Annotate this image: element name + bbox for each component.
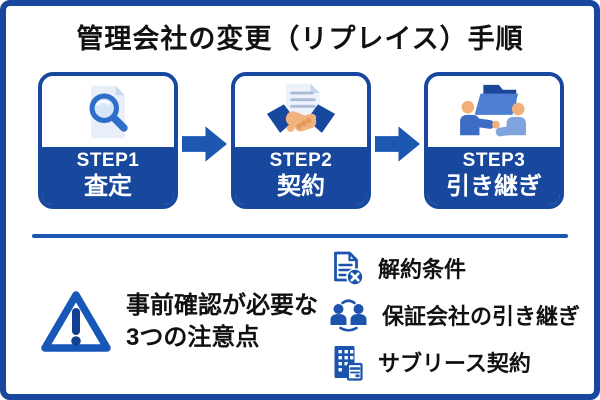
point-row-guarantor: 保証会社の引き継ぎ (328, 297, 580, 333)
step3-icon-area (428, 76, 560, 147)
step1-number: STEP1 (76, 150, 140, 172)
handshake-contract-icon (266, 83, 336, 133)
step2-title: 契約 (277, 173, 325, 201)
step-card-2: STEP2 契約 (231, 72, 371, 209)
step1-title: 査定 (84, 173, 132, 201)
warning-triangle-icon (41, 291, 111, 352)
step1-label: STEP1 査定 (42, 147, 174, 205)
step1-icon-area (42, 76, 174, 147)
section-divider (32, 234, 568, 238)
caution-line1: 事前確認が必要な (126, 292, 318, 320)
point-label-cancellation: 解約条件 (378, 257, 467, 282)
page-title: 管理会社の変更（リプレイス）手順 (76, 24, 524, 54)
arrow-right-icon (182, 126, 227, 162)
caution-text: 事前確認が必要な 3つの注意点 (126, 290, 318, 353)
step-card-3: STEP3 引き継ぎ (424, 72, 564, 209)
step2-icon-area (235, 76, 367, 147)
building-contract-icon (334, 346, 363, 381)
caution-line2: 3つの注意点 (126, 324, 260, 351)
point-row-cancellation: 解約条件 (328, 250, 580, 286)
step3-number: STEP3 (462, 150, 526, 172)
folder-handover-icon (460, 84, 526, 136)
step2-label: STEP2 契約 (235, 147, 367, 205)
step3-title: 引き継ぎ (446, 173, 542, 201)
step-card-1: STEP1 査定 (38, 72, 178, 209)
point-label-guarantor: 保証会社の引き継ぎ (382, 304, 581, 329)
point-label-sublease: サブリース契約 (378, 351, 531, 376)
people-transfer-icon (330, 299, 367, 332)
step2-number: STEP2 (269, 150, 333, 172)
caution-points-list: 解約条件 保証会社の引き継ぎ (328, 250, 580, 381)
step3-label: STEP3 引き継ぎ (428, 147, 560, 205)
document-magnifier-icon (89, 85, 128, 138)
arrow-right-icon (375, 126, 420, 162)
caution-block: 事前確認が必要な 3つの注意点 (38, 286, 318, 358)
point-row-sublease: サブリース契約 (328, 344, 580, 381)
document-cancel-icon (334, 251, 364, 286)
